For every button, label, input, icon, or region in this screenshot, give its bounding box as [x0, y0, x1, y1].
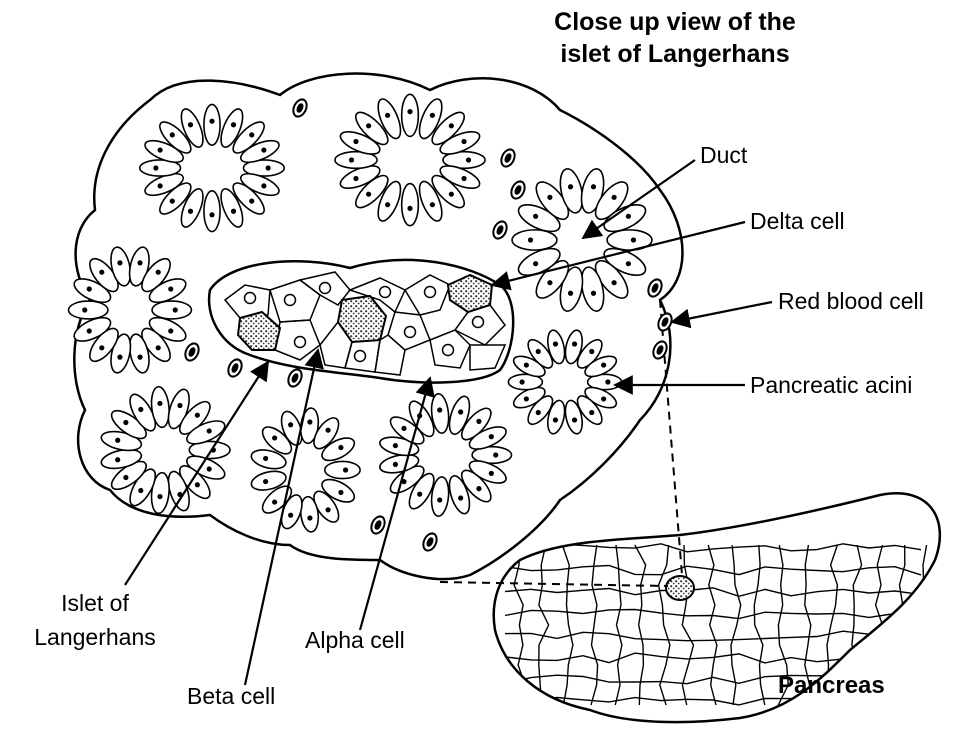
title-line-1: Close up view of the	[505, 8, 845, 37]
beta-cell-label: Beta cell	[187, 683, 275, 709]
duct-label: Duct	[700, 142, 747, 168]
pancreatic-acini-label: Pancreatic acini	[750, 372, 912, 398]
title-line-2: islet of Langerhans	[505, 40, 845, 69]
islet-label-line-1: Islet of	[10, 590, 180, 616]
delta-cell-label: Delta cell	[750, 208, 845, 234]
pancreas-label: Pancreas	[778, 672, 885, 700]
alpha-cell-label: Alpha cell	[305, 627, 405, 653]
red-blood-cell-label: Red blood cell	[778, 288, 924, 314]
islet-label-line-2: Langerhans	[10, 624, 180, 650]
pancreas-islet-spot	[666, 576, 694, 600]
